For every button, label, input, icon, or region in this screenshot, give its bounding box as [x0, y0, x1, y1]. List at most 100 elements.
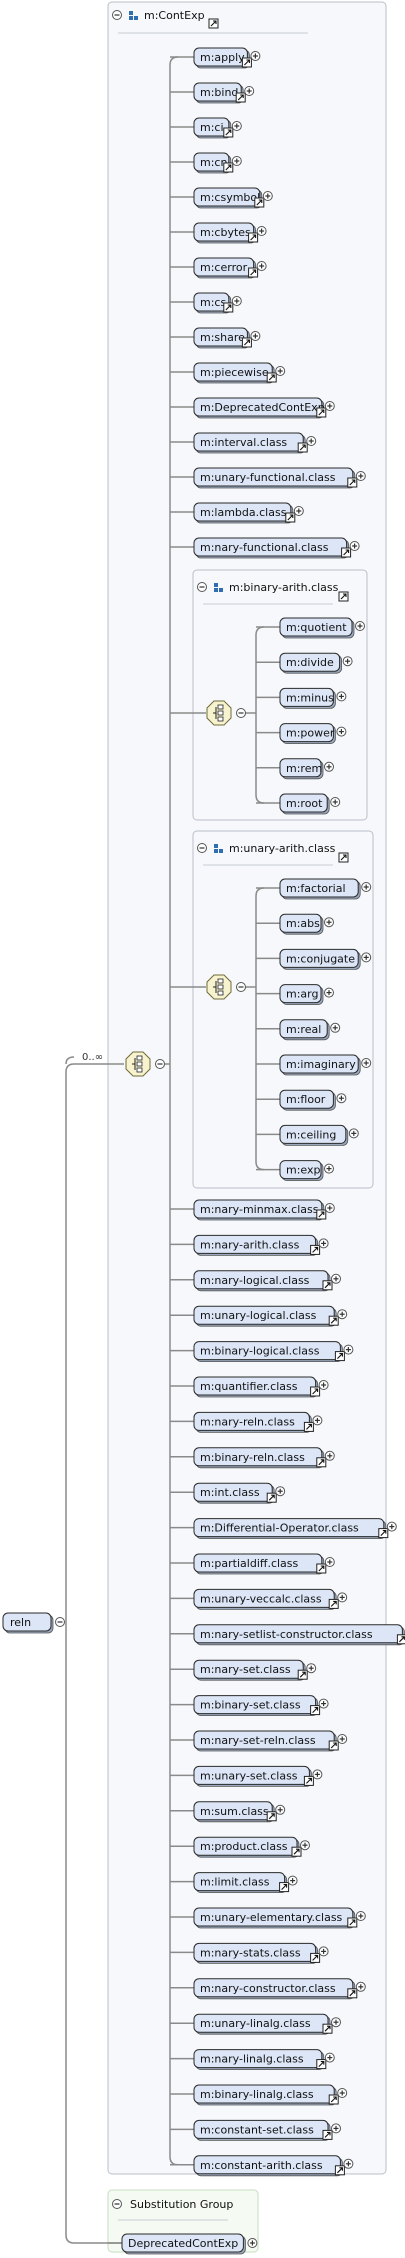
- expand-limit-class-button[interactable]: [287, 1875, 298, 1886]
- element-product-class[interactable]: m:product.class: [193, 1836, 310, 1858]
- expand-nary-minmax-class-button[interactable]: [324, 1203, 335, 1213]
- element-share[interactable]: m:share: [193, 327, 261, 349]
- element-quantifier-class[interactable]: m:quantifier.class: [193, 1376, 329, 1398]
- expand-differential-operator-class-button[interactable]: [386, 1521, 397, 1532]
- expand-deprecatedcontexp-button[interactable]: [247, 2238, 258, 2248]
- expand-cerror-button[interactable]: [256, 261, 267, 271]
- expand-nary-functional-class-button[interactable]: [349, 541, 360, 551]
- expand-deprecatedcontexp-button[interactable]: [324, 401, 335, 411]
- expand-binary-linalg-class-button[interactable]: [337, 2088, 348, 2098]
- expand-unary-veccalc-class-button[interactable]: [337, 1592, 348, 1603]
- element-apply[interactable]: m:apply: [193, 47, 261, 69]
- expand-divide-button[interactable]: [342, 656, 353, 667]
- element-deprecatedcontexp[interactable]: m:DeprecatedContExp: [193, 397, 335, 419]
- element-bind[interactable]: m:bind: [193, 82, 255, 104]
- element-nary-constructor-class[interactable]: m:nary-constructor.class: [193, 1978, 366, 2000]
- element-partialdiff-class[interactable]: m:partialdiff.class: [193, 1553, 335, 1575]
- element-nary-stats-class[interactable]: m:nary-stats.class: [193, 1942, 329, 1964]
- expand-binary-logical-class-button[interactable]: [343, 1344, 354, 1355]
- unary-arith-choice-collapse-button[interactable]: [236, 982, 246, 992]
- expand-constant-set-class-button[interactable]: [331, 2123, 341, 2134]
- element-piecewise[interactable]: m:piecewise: [193, 362, 286, 384]
- expand-conjugate-button[interactable]: [361, 952, 372, 963]
- element-nary-linalg-class[interactable]: m:nary-linalg.class: [193, 2049, 335, 2071]
- unary-arith-choice[interactable]: [206, 974, 246, 1000]
- expand-unary-linalg-class-button[interactable]: [331, 2017, 341, 2028]
- expand-constant-arith-class-button[interactable]: [343, 2158, 354, 2169]
- element-interval-class[interactable]: m:interval.class: [193, 432, 317, 454]
- expand-quantifier-class-button[interactable]: [318, 1380, 329, 1390]
- expand-nary-reln-class-button[interactable]: [312, 1415, 323, 1426]
- main-choice-collapse-button[interactable]: [155, 1059, 165, 1069]
- expand-nary-constructor-class-button[interactable]: [355, 1981, 366, 1992]
- expand-nary-set-reln-class-button[interactable]: [337, 1734, 348, 1744]
- expand-quotient-button[interactable]: [355, 621, 365, 631]
- expand-minus-button[interactable]: [336, 691, 347, 702]
- binary-arith-choice-collapse-button[interactable]: [236, 708, 246, 718]
- expand-imaginary-button[interactable]: [361, 1058, 372, 1068]
- element-rem[interactable]: m:rem: [279, 758, 334, 780]
- expand-piecewise-button[interactable]: [275, 366, 286, 376]
- element-cs[interactable]: m:cs: [193, 292, 242, 314]
- element-unary-elementary-class[interactable]: m:unary-elementary.class: [193, 1907, 366, 1929]
- element-binary-reln-class[interactable]: m:binary-reln.class: [193, 1447, 335, 1469]
- element-unary-functional-class[interactable]: m:unary-functional.class: [193, 467, 366, 489]
- element-nary-set-reln-class[interactable]: m:nary-set-reln.class: [193, 1730, 348, 1752]
- expand-sum-class-button[interactable]: [275, 1804, 286, 1815]
- binary-arith-collapse-button[interactable]: [197, 582, 207, 592]
- element-unary-linalg-class[interactable]: m:unary-linalg.class: [193, 2013, 341, 2035]
- element-nary-logical-class[interactable]: m:nary-logical.class: [193, 1270, 341, 1292]
- element-unary-set-class[interactable]: m:unary-set.class: [193, 1765, 323, 1787]
- element-quotient[interactable]: m:quotient: [279, 617, 365, 639]
- expand-lambda-class-button[interactable]: [293, 506, 304, 516]
- expand-nary-logical-class-button[interactable]: [331, 1273, 341, 1284]
- element-divide[interactable]: m:divide: [279, 652, 353, 674]
- element-unary-veccalc-class[interactable]: m:unary-veccalc.class: [193, 1588, 348, 1610]
- expand-arg-button[interactable]: [324, 987, 334, 998]
- element-imaginary[interactable]: m:imaginary: [279, 1054, 372, 1076]
- expand-cs-button[interactable]: [231, 296, 242, 306]
- expand-nary-set-class-button[interactable]: [306, 1663, 317, 1674]
- element-nary-functional-class[interactable]: m:nary-functional.class: [193, 537, 360, 559]
- element-constant-arith-class[interactable]: m:constant-arith.class: [193, 2155, 354, 2177]
- expand-real-button[interactable]: [330, 1022, 341, 1033]
- expand-root-button[interactable]: [330, 797, 341, 807]
- expand-share-button[interactable]: [250, 331, 261, 341]
- element-nary-reln-class[interactable]: m:nary-reln.class: [193, 1411, 323, 1433]
- expand-ceiling-button[interactable]: [348, 1128, 359, 1139]
- element-power[interactable]: m:power: [279, 723, 347, 744]
- element-cbytes[interactable]: m:cbytes: [193, 222, 267, 244]
- element-nary-set-class[interactable]: m:nary-set.class: [193, 1659, 317, 1681]
- element-arg[interactable]: m:arg: [279, 984, 334, 1005]
- expand-int-class-button[interactable]: [275, 1486, 286, 1497]
- element-nary-setlist-constructor-class[interactable]: m:nary-setlist-constructor.class: [193, 1624, 405, 1646]
- element-unary-logical-class[interactable]: m:unary-logical.class: [193, 1305, 348, 1327]
- element-real[interactable]: m:real: [279, 1019, 341, 1041]
- element-limit-class[interactable]: m:limit.class: [193, 1872, 298, 1893]
- element-binary-logical-class[interactable]: m:binary-logical.class: [193, 1341, 354, 1362]
- root-element-reln[interactable]: reln: [2, 1612, 65, 1634]
- element-deprecatedcontexp-substitution[interactable]: DeprecatedContExp: [121, 2233, 258, 2255]
- element-minus[interactable]: m:minus: [279, 687, 347, 709]
- expand-unary-functional-class-button[interactable]: [355, 471, 366, 481]
- expand-factorial-button[interactable]: [361, 882, 372, 892]
- element-ci[interactable]: m:ci: [193, 117, 242, 139]
- root-collapse-button[interactable]: [55, 1617, 65, 1627]
- expand-apply-button[interactable]: [250, 51, 261, 61]
- expand-partialdiff-class-button[interactable]: [324, 1557, 335, 1567]
- element-csymbol[interactable]: m:csymbol: [193, 187, 273, 209]
- element-binary-set-class[interactable]: m:binary-set.class: [193, 1695, 329, 1716]
- expand-product-class-button[interactable]: [300, 1840, 310, 1851]
- expand-cn-button[interactable]: [231, 156, 242, 166]
- expand-nary-linalg-class-button[interactable]: [324, 2052, 335, 2063]
- element-factorial[interactable]: m:factorial: [279, 878, 372, 900]
- binary-arith-choice[interactable]: [206, 700, 246, 726]
- expand-nary-arith-class-button[interactable]: [318, 1238, 329, 1249]
- expand-rem-button[interactable]: [324, 761, 334, 772]
- element-nary-arith-class[interactable]: m:nary-arith.class: [193, 1234, 329, 1256]
- expand-abs-button[interactable]: [324, 917, 334, 928]
- expand-nary-stats-class-button[interactable]: [318, 1946, 329, 1957]
- element-constant-set-class[interactable]: m:constant-set.class: [193, 2119, 341, 2141]
- element-abs[interactable]: m:abs: [279, 913, 334, 935]
- element-int-class[interactable]: m:int.class: [193, 1482, 286, 1504]
